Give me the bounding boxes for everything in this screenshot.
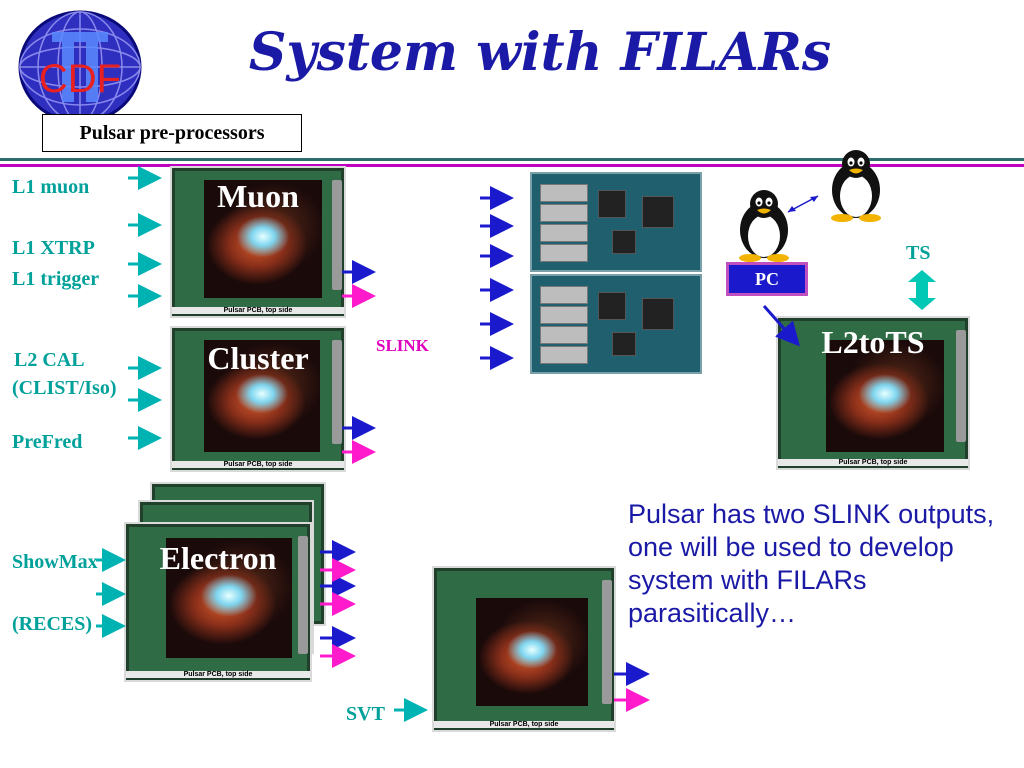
- svt-board: Pulsar PCB, top side: [432, 566, 616, 732]
- pcb-caption: Pulsar PCB, top side: [434, 721, 614, 728]
- electron-board-name: Electron: [159, 540, 277, 576]
- slink-label: SLINK: [376, 336, 429, 355]
- chip: [612, 230, 636, 254]
- chip: [598, 190, 626, 218]
- nebula-image: [166, 538, 292, 658]
- fiber-port: [540, 286, 588, 304]
- page-title: System with FILARs: [248, 22, 832, 83]
- board-connector: [298, 536, 308, 654]
- fiber-port: [540, 346, 588, 364]
- ts-double-arrow: [908, 270, 936, 310]
- logo-text: CDF: [39, 57, 121, 101]
- board-connector: [956, 330, 966, 442]
- l2tots-board-name: L2toTS: [821, 324, 925, 360]
- header-rule-magenta: [0, 164, 1024, 167]
- chip: [612, 332, 636, 356]
- description-text: Pulsar has two SLINK outputs, one will b…: [628, 499, 995, 628]
- chip: [642, 298, 674, 330]
- fiber-port: [540, 306, 588, 324]
- label-clist-iso: (CLIST/Iso): [12, 377, 117, 399]
- cluster-board: Cluster Pulsar PCB, top side: [170, 326, 346, 472]
- filar-card-bottom: [530, 274, 702, 374]
- pcb-caption: Pulsar PCB, top side: [172, 461, 344, 468]
- chip: [598, 292, 626, 320]
- fiber-port: [540, 224, 588, 242]
- arrow-pc-to-l2tots: [762, 305, 800, 347]
- board-connector: [332, 340, 342, 444]
- fiber-port: [540, 184, 588, 202]
- pcb-caption: Pulsar PCB, top side: [172, 307, 344, 314]
- fiber-port: [540, 326, 588, 344]
- board-connector: [602, 580, 612, 704]
- label-prefred: PreFred: [12, 431, 83, 453]
- label-showmax: ShowMax: [12, 551, 98, 573]
- label-l1-xtrp: L1 XTRP: [12, 237, 95, 259]
- label-l1-muon: L1 muon: [12, 176, 90, 198]
- fiber-port: [540, 244, 588, 262]
- pc-box: PC: [726, 262, 808, 296]
- muon-board-name: Muon: [217, 178, 299, 214]
- label-svt: SVT: [346, 703, 385, 725]
- cluster-board-name: Cluster: [207, 340, 309, 376]
- board-connector: [332, 180, 342, 290]
- nebula-image: [204, 180, 322, 298]
- pulsar-preprocessors-label: Pulsar pre-processors: [42, 114, 302, 152]
- header-rule-green: [0, 158, 1024, 161]
- l2tots-board: L2toTS Pulsar PCB, top side: [776, 316, 970, 470]
- nebula-image: [204, 340, 320, 452]
- electron-board: Electron Pulsar PCB, top side: [124, 522, 312, 682]
- pcb-caption: Pulsar PCB, top side: [778, 459, 968, 466]
- muon-board: Muon Pulsar PCB, top side: [170, 166, 346, 318]
- pcb-caption: Pulsar PCB, top side: [126, 671, 310, 678]
- label-l2-cal: L2 CAL: [14, 349, 85, 371]
- cdf-logo: CDF: [18, 10, 142, 124]
- label-l1-trigger: L1 trigger: [12, 268, 100, 290]
- ts-label: TS: [906, 242, 931, 264]
- label-reces: (RECES): [12, 613, 93, 635]
- fiber-port: [540, 204, 588, 222]
- linux-penguin-icon: [831, 150, 881, 222]
- filar-card-top: [530, 172, 702, 272]
- chip: [642, 196, 674, 228]
- nebula-image: [826, 340, 944, 452]
- nebula-image: [476, 598, 588, 706]
- linux-penguin-icon: [739, 190, 789, 262]
